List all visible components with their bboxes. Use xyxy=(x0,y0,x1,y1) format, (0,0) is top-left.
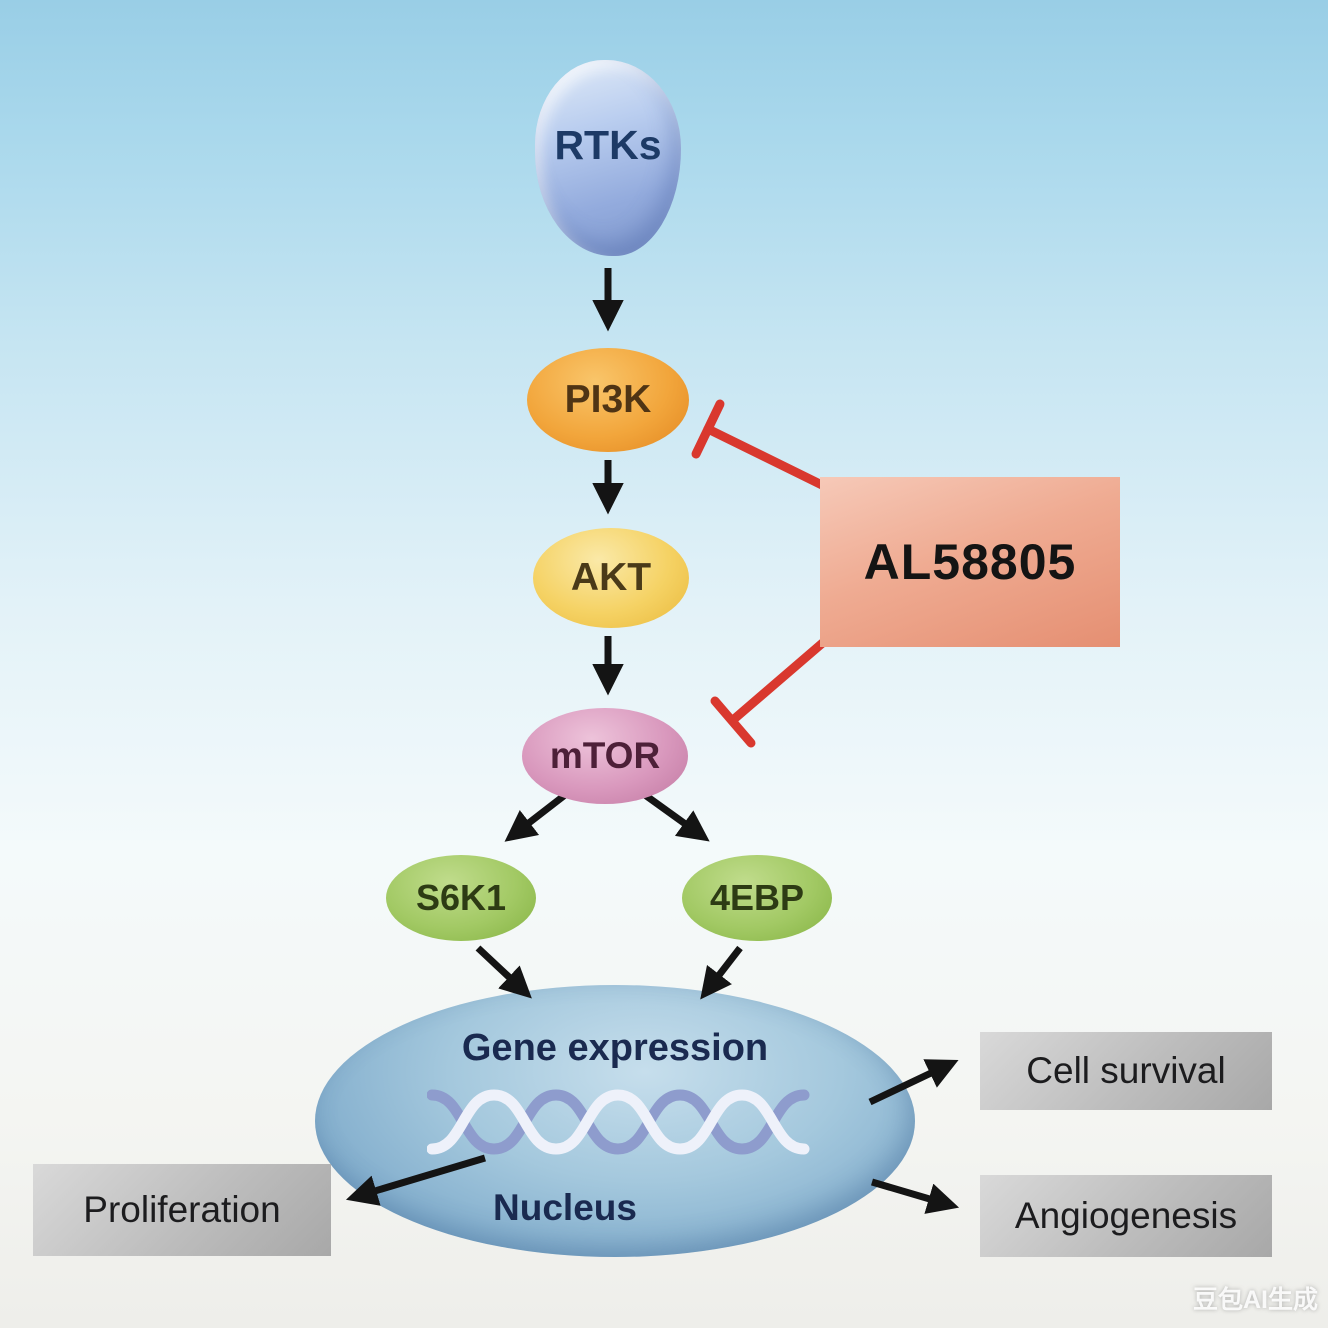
node-s6k1-label: S6K1 xyxy=(415,877,507,918)
node-s6k1: S6K1 xyxy=(386,855,536,941)
nucleus-label: Nucleus xyxy=(493,1187,637,1228)
inhibitor-al58805-box: AL58805 xyxy=(820,477,1120,647)
node-4ebp-label: 4EBP xyxy=(709,877,805,918)
node-rtks: RTKs xyxy=(535,60,681,256)
node-4ebp: 4EBP xyxy=(682,855,832,941)
node-akt: AKT xyxy=(533,528,689,628)
node-rtks-label: RTKs xyxy=(554,121,662,168)
nucleus-compartment: Gene expression Nucleus xyxy=(315,985,915,1257)
arrow-s6k1-to-nucleus xyxy=(475,945,532,999)
node-pi3k-label: PI3K xyxy=(564,378,652,421)
outcome-angiogenesis: Angiogenesis xyxy=(980,1175,1272,1257)
arrow-mtor-to-s6k1 xyxy=(504,792,568,842)
outcome-cell-survival: Cell survival xyxy=(980,1032,1272,1110)
dna-strand-back xyxy=(427,1089,810,1155)
arrow-nucleus-to-angiogenesis xyxy=(871,1178,960,1214)
inhibition-line-mtor xyxy=(728,635,831,725)
node-mtor: mTOR xyxy=(522,708,688,804)
arrow-mtor-to-4ebp xyxy=(642,792,710,842)
node-akt-label: AKT xyxy=(570,556,652,599)
watermark: 豆包AI生成 xyxy=(1192,1286,1318,1314)
outcome-proliferation-label: Proliferation xyxy=(83,1189,281,1230)
inhibition-tbar-pi3k xyxy=(691,399,725,459)
node-mtor-label: mTOR xyxy=(549,735,661,776)
outcome-angiogenesis-label: Angiogenesis xyxy=(1014,1195,1238,1236)
outcome-proliferation: Proliferation xyxy=(33,1164,331,1256)
gene-expression-label: Gene expression xyxy=(461,1027,769,1069)
node-pi3k: PI3K xyxy=(527,348,689,452)
inhibition-tbar-mtor xyxy=(710,696,756,748)
dna-strand-front xyxy=(427,1089,810,1155)
arrow-4ebp-to-nucleus xyxy=(700,945,743,1000)
dna-helix-icon xyxy=(427,1089,810,1155)
outcome-cell-survival-label: Cell survival xyxy=(1026,1050,1226,1091)
inhibition-line-pi3k xyxy=(703,424,831,492)
inhibitor-al58805-label: AL58805 xyxy=(863,534,1077,590)
